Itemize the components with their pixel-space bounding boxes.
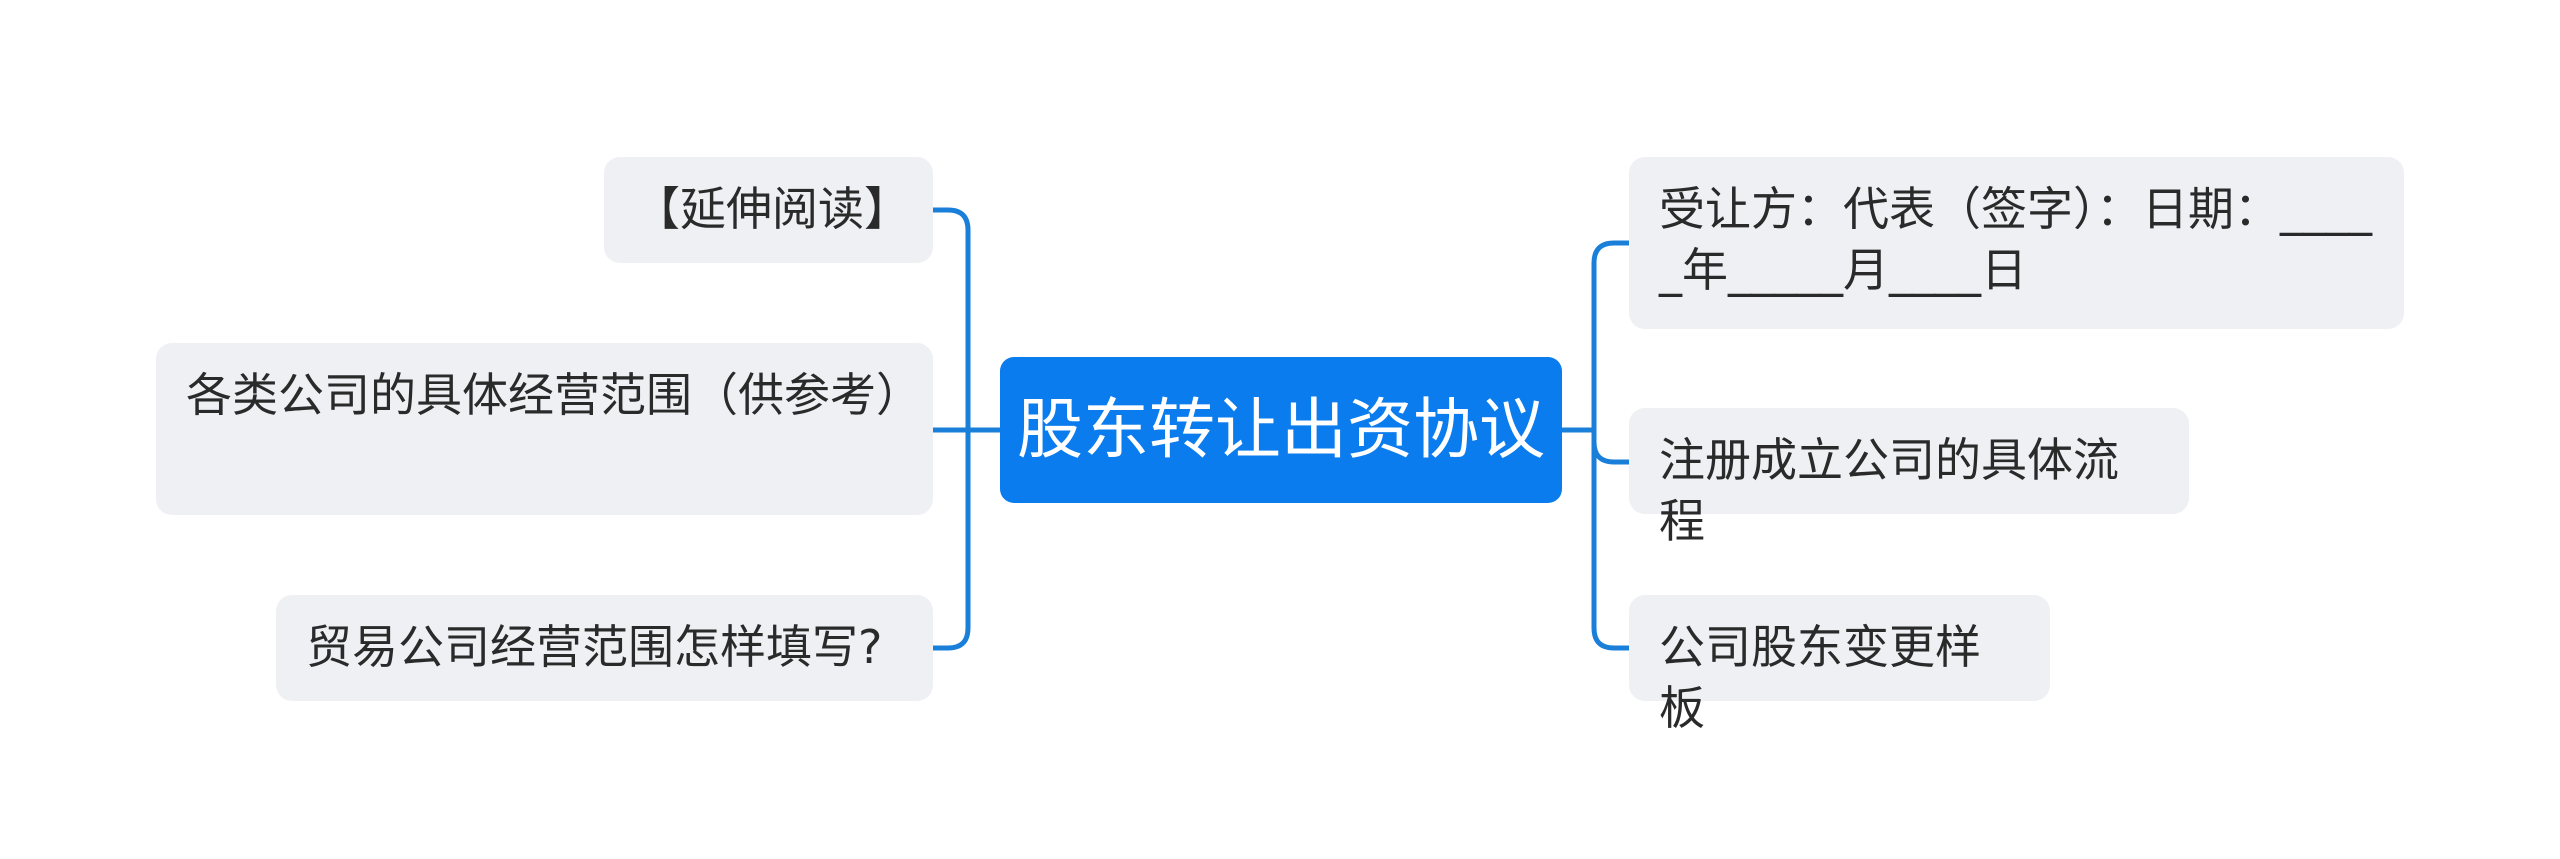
topic-trade-company-scope-label: 贸易公司经营范围怎样填写? [306,620,883,674]
connector-left-1 [930,207,971,433]
central-topic[interactable]: 股东转让出资协议 [1000,357,1562,503]
topic-extended-reading-label: 【延伸阅读】 [634,182,910,236]
topic-transferee-signature-label: 受让方：代表（签字）：日期：_____年_____月____日 [1659,182,2372,297]
topic-trade-company-scope[interactable]: 贸易公司经营范围怎样填写? [276,595,933,701]
topic-transferee-signature[interactable]: 受让方：代表（签字）：日期：_____年_____月____日 [1629,157,2404,329]
connector-left-3 [930,427,971,651]
topic-business-scope-label: 各类公司的具体经营范围（供参考） [186,368,922,422]
topic-extended-reading[interactable]: 【延伸阅读】 [604,157,933,263]
topic-business-scope[interactable]: 各类公司的具体经营范围（供参考） [156,343,933,515]
topic-shareholder-change-template-label: 公司股东变更样板 [1659,620,1981,735]
connector-right-2 [1591,427,1632,465]
topic-registration-process-label: 注册成立公司的具体流程 [1659,433,2119,548]
topic-registration-process[interactable]: 注册成立公司的具体流程 [1629,408,2189,548]
connector-right-3 [1591,427,1632,651]
central-topic-label: 股东转让出资协议 [1017,391,1545,468]
connector-right-1 [1591,240,1632,433]
topic-shareholder-change-template[interactable]: 公司股东变更样板 [1629,595,2050,735]
